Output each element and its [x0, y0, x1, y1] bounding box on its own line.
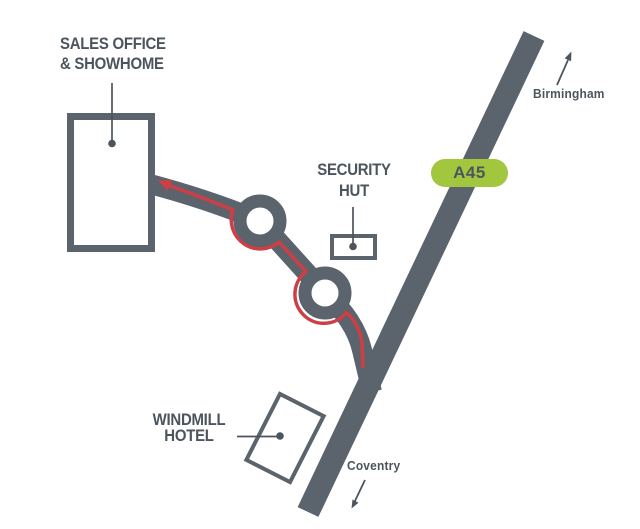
- birmingham-direction-label: Birmingham: [533, 86, 605, 101]
- roundabout-1: [233, 194, 287, 248]
- a45-road-badge: A45: [431, 159, 508, 187]
- a45-road: [297, 31, 545, 517]
- sales-office-label: SALES OFFICE & SHOWHOME: [60, 34, 166, 74]
- security-hut-label: SECURITY HUT: [301, 159, 407, 201]
- coventry-direction-label: Coventry: [347, 458, 401, 473]
- roundabout-2: [298, 266, 352, 320]
- windmill-hotel-label-line1: WINDMILL: [152, 410, 226, 429]
- route-line: [167, 183, 365, 369]
- security-hut-label-line2: HUT: [339, 181, 369, 200]
- windmill-hotel-label: WINDMILL HOTEL: [136, 410, 242, 445]
- sales-office-building: [67, 113, 155, 252]
- security-hut-label-line1: SECURITY: [317, 160, 391, 179]
- a45-badge-label: A45: [453, 163, 486, 182]
- sales-office-label-line1: SALES OFFICE: [60, 34, 166, 53]
- sales-office-label-line2: & SHOWHOME: [60, 54, 164, 73]
- windmill-hotel-label-line2: HOTEL: [164, 426, 214, 445]
- birmingham-arrow-icon: [556, 51, 572, 86]
- windmill-hotel-building: [243, 391, 327, 485]
- windmill-hotel-leader-dot: [276, 432, 284, 440]
- route-arrowhead-icon: [158, 180, 173, 192]
- security-hut-leader-dot: [349, 242, 357, 251]
- coventry-arrow-icon: [351, 479, 366, 509]
- sales-office-leader-dot: [108, 139, 116, 148]
